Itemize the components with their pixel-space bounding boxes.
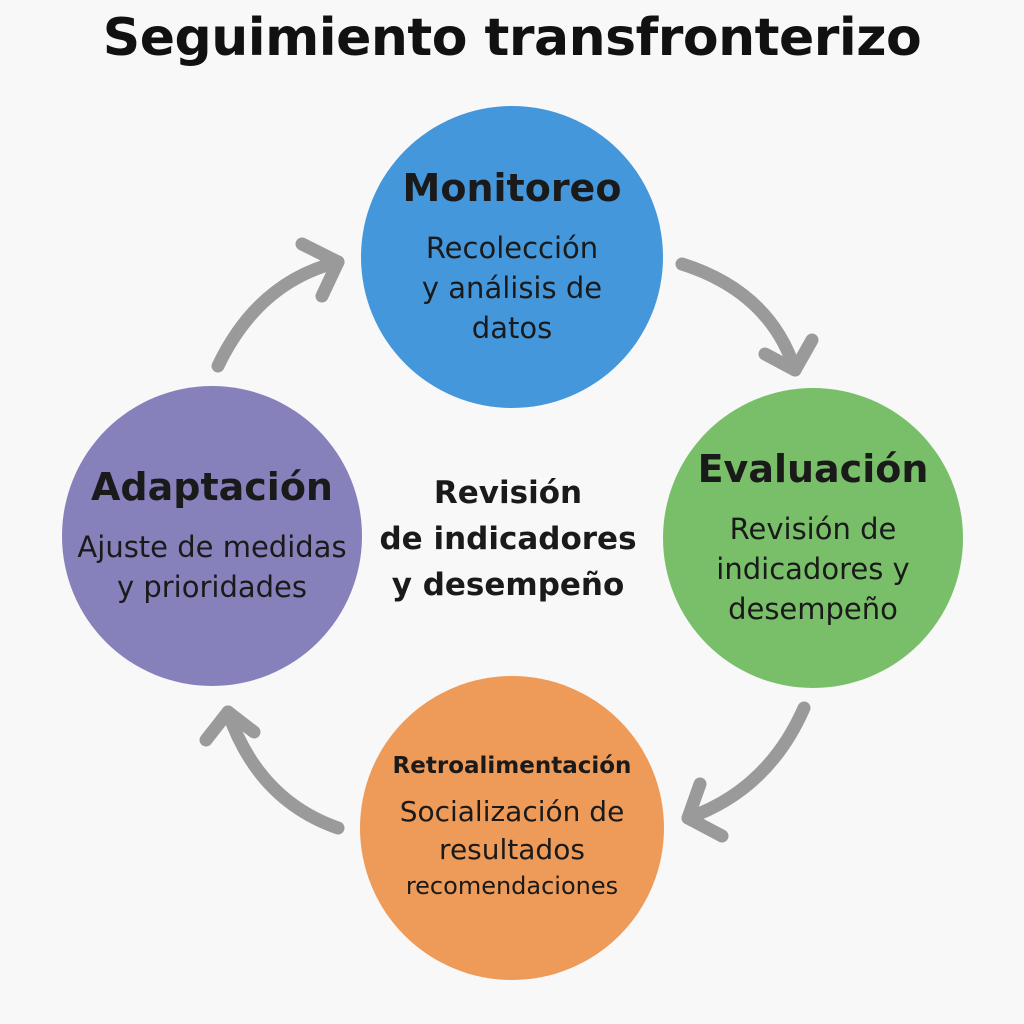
center-label: Revisión de indicadores y desempeño [368, 470, 648, 608]
monitoreo-line: Recolección [425, 231, 599, 265]
center-label-line: Revisión [433, 475, 583, 511]
node-adaptacion: Adaptación Ajuste de medidas y prioridad… [62, 386, 362, 686]
arrowhead-evaluacion-to-retroalimentacion [681, 777, 729, 843]
diagram-title: Seguimiento transfronterizo [102, 8, 922, 68]
adaptacion-line: Ajuste de medidas [77, 530, 347, 564]
node-text-monitoreo: Recolección y análisis de datos [422, 228, 602, 348]
node-text-retroalimentacion: Socialización de resultados recomendacio… [400, 793, 625, 903]
node-evaluacion: Evaluación Revisión de indicadores y des… [663, 388, 963, 688]
node-title-retroalimentacion: Retroalimentación [392, 753, 632, 779]
monitoreo-line: y análisis de [421, 271, 603, 305]
node-retroalimentacion: Retroalimentación Socialización de resul… [360, 676, 664, 980]
evaluacion-line: Revisión de [729, 512, 897, 546]
monitoreo-line: datos [471, 311, 553, 345]
retroalimentacion-line: resultados [439, 833, 585, 866]
node-text-evaluacion: Revisión de indicadores y desempeño [716, 509, 909, 629]
center-label-line: y desempeño [391, 567, 625, 603]
retroalimentacion-line: recomendaciones [405, 872, 619, 900]
node-monitoreo: Monitoreo Recolección y análisis de dato… [361, 106, 663, 408]
arrow-evaluacion-to-retroalimentacion [681, 701, 811, 825]
node-text-adaptacion: Ajuste de medidas y prioridades [77, 527, 346, 607]
node-title-evaluacion: Evaluación [697, 447, 929, 491]
arrowhead-monitoreo-to-evaluacion [758, 333, 819, 377]
adaptacion-line: y prioridades [116, 570, 307, 604]
arrowhead-retroalimentacion-to-adaptacion [199, 705, 261, 747]
arrowhead-adaptacion-to-monitoreo [295, 237, 345, 303]
arrow-monitoreo-to-evaluacion [675, 257, 802, 377]
arrow-adaptacion-to-monitoreo [211, 255, 345, 373]
retroalimentacion-line: Socialización de [399, 795, 625, 828]
arrow-retroalimentacion-to-adaptacion [221, 705, 345, 835]
evaluacion-line: indicadores y [716, 552, 910, 586]
center-label-line: de indicadores [379, 521, 637, 557]
node-title-monitoreo: Monitoreo [402, 166, 622, 210]
node-title-adaptacion: Adaptación [91, 465, 333, 509]
evaluacion-line: desempeño [728, 592, 898, 626]
